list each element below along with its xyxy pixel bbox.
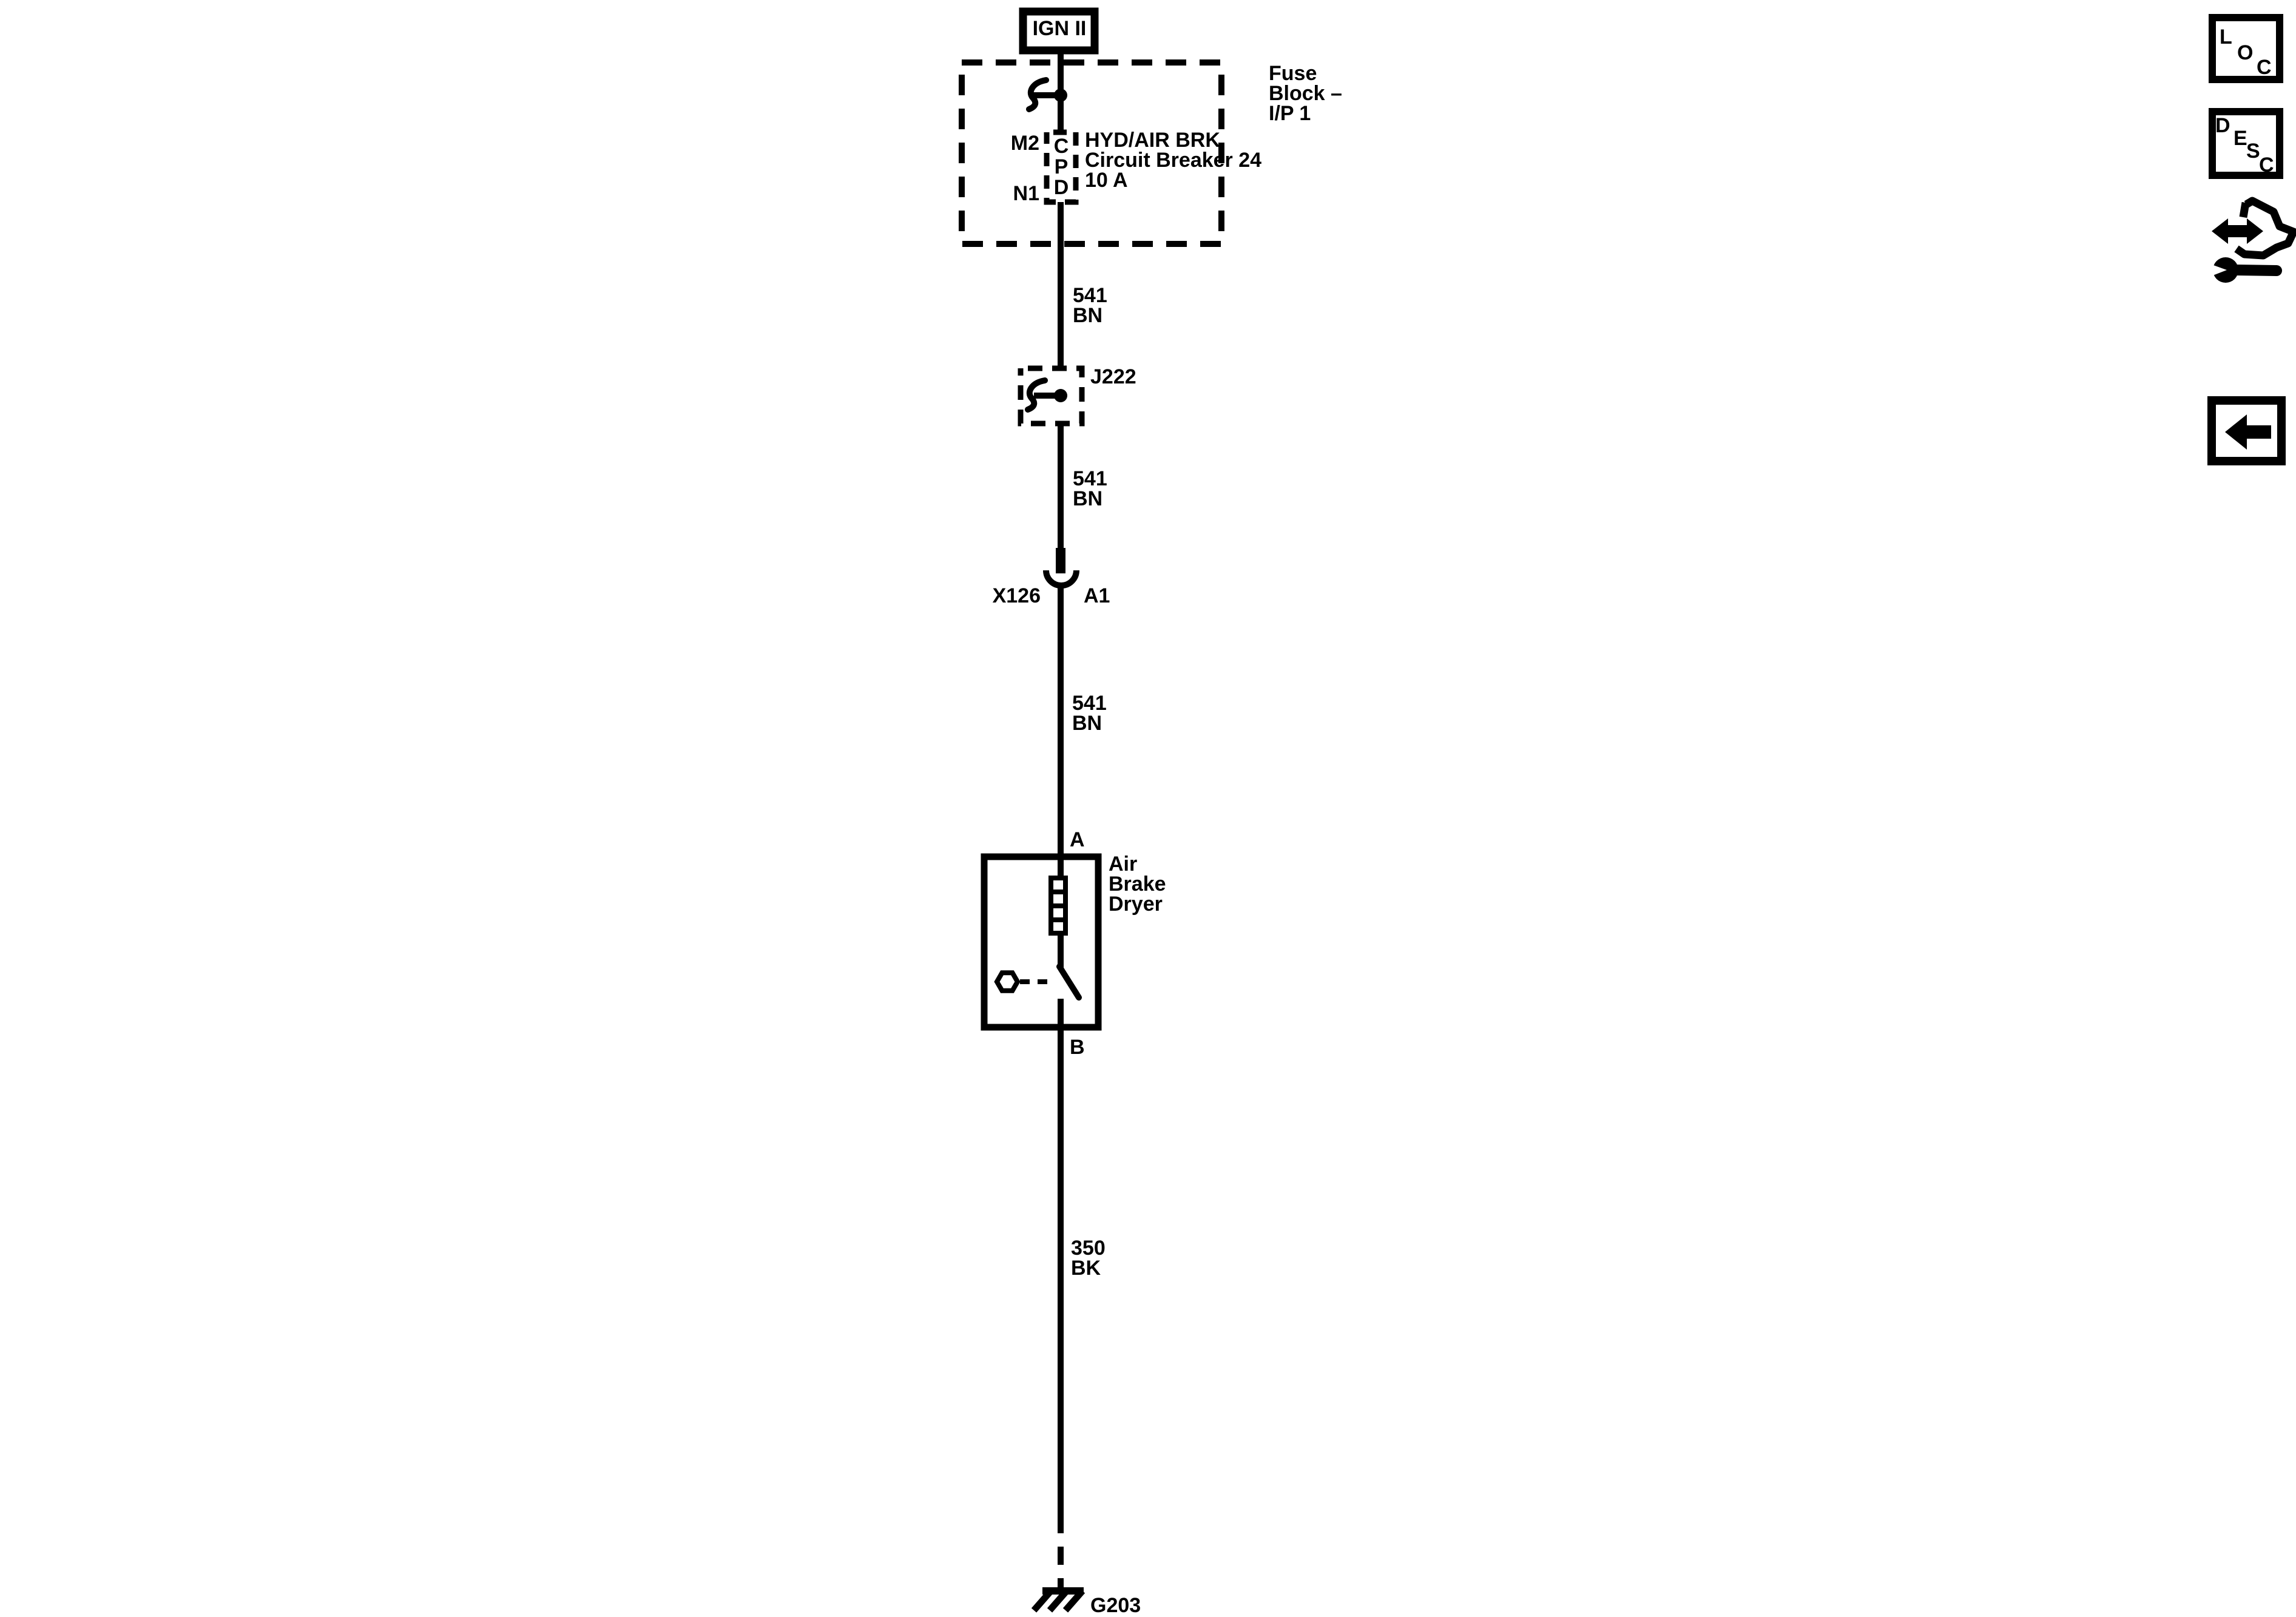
loc-letter-o: O xyxy=(2237,41,2253,64)
cpd-box: C P D xyxy=(1044,129,1079,205)
power-source-label: IGN II xyxy=(1033,17,1087,40)
circuit-breaker-symbol xyxy=(1026,77,1067,112)
loc-icon[interactable] xyxy=(2209,14,2283,83)
desc-letter-c: C xyxy=(2259,154,2274,177)
breaker-name-line3: 10 A xyxy=(1085,169,1128,192)
loc-letter-c: C xyxy=(2257,56,2272,79)
male-terminal xyxy=(1056,548,1065,573)
double-arrow-icon xyxy=(2212,218,2263,244)
wire-circuit-number: 350 xyxy=(1071,1237,1106,1260)
loc-letter-l: L xyxy=(2220,25,2232,49)
ground-slash xyxy=(1047,1588,1070,1613)
splice-label: J222 xyxy=(1090,365,1136,388)
breaker-name-line1: HYD/AIR BRK xyxy=(1085,129,1220,152)
ground-slash xyxy=(1062,1588,1086,1613)
dryer-name-label: Air Brake Dryer xyxy=(1109,852,1166,916)
fuse-block-label-line2: Block – xyxy=(1269,82,1342,105)
splice-j222: J222 xyxy=(1018,365,1136,427)
breaker-pin-bottom-label: N1 xyxy=(1013,182,1039,205)
wire-label-541-bn-2: 541 BN xyxy=(1073,467,1107,510)
junction-dot xyxy=(1054,389,1067,402)
fuse-block-box: Fuse Block – I/P 1 xyxy=(959,59,1342,247)
desc-button[interactable]: D E S C xyxy=(2209,108,2283,179)
cpd-letter-d: D xyxy=(1054,176,1069,199)
back-button[interactable] xyxy=(2207,396,2286,465)
wire-circuit-number: 541 xyxy=(1072,692,1107,715)
power-source-box: IGN II xyxy=(1019,7,1099,55)
wire-color-code: BN xyxy=(1072,712,1102,735)
dryer-name-line1: Air xyxy=(1109,852,1137,876)
dryer-pin-a-label: A xyxy=(1070,828,1085,851)
desc-letter-s: S xyxy=(2246,140,2260,163)
repair-instructions-button[interactable] xyxy=(2205,197,2296,283)
fuse-block-label-line1: Fuse xyxy=(1269,62,1317,85)
wire-label-350-bk: 350 BK xyxy=(1071,1237,1106,1280)
connector-name-label: X126 xyxy=(993,584,1041,607)
desc-icon[interactable] xyxy=(2209,108,2283,179)
ground-label: G203 xyxy=(1090,1594,1141,1617)
wire-color-code: BN xyxy=(1073,304,1102,327)
switch-blade xyxy=(1056,964,1082,1001)
fuse-block-label-line3: I/P 1 xyxy=(1269,102,1311,125)
wire-color-code: BN xyxy=(1073,487,1102,510)
wire-circuit-number: 541 xyxy=(1073,284,1107,307)
desc-letter-d: D xyxy=(2215,114,2230,137)
wire-label-541-bn-1: 541 BN xyxy=(1073,284,1107,327)
junction-dot xyxy=(1054,89,1067,102)
left-arrow-icon xyxy=(2225,414,2271,450)
ground-g203: G203 xyxy=(1031,1587,1141,1617)
wire-label-541-bn-3: 541 BN xyxy=(1072,692,1107,735)
ground-slash xyxy=(1031,1588,1054,1613)
breaker-name-label: HYD/AIR BRK Circuit Breaker 24 10 A xyxy=(1085,129,1261,192)
connector-x126: X126 A1 xyxy=(993,548,1110,607)
breaker-name-line2: Circuit Breaker 24 xyxy=(1085,149,1261,172)
cpd-letter-c: C xyxy=(1054,135,1069,158)
breaker-pin-top-label: M2 xyxy=(1011,132,1039,155)
female-terminal xyxy=(1043,570,1079,589)
dryer-name-line3: Dryer xyxy=(1109,893,1163,916)
component-air-brake-dryer xyxy=(981,853,1102,1031)
heater-element xyxy=(1048,876,1068,936)
dryer-name-line2: Brake xyxy=(1109,873,1166,896)
loc-button[interactable]: L O C xyxy=(2209,14,2283,83)
switch-actuator-hex xyxy=(994,970,1021,993)
connector-pin-label: A1 xyxy=(1084,584,1110,607)
wire-circuit-number: 541 xyxy=(1073,467,1107,490)
back-icon-box[interactable] xyxy=(2207,396,2286,465)
dryer-pin-b-label: B xyxy=(1070,1036,1085,1059)
pressure-switch xyxy=(994,964,1082,1001)
wire-color-code: BK xyxy=(1071,1257,1101,1280)
wrench-part-icon xyxy=(2205,197,2296,283)
desc-letter-e: E xyxy=(2234,127,2247,150)
cpd-letter-p: P xyxy=(1055,155,1069,178)
